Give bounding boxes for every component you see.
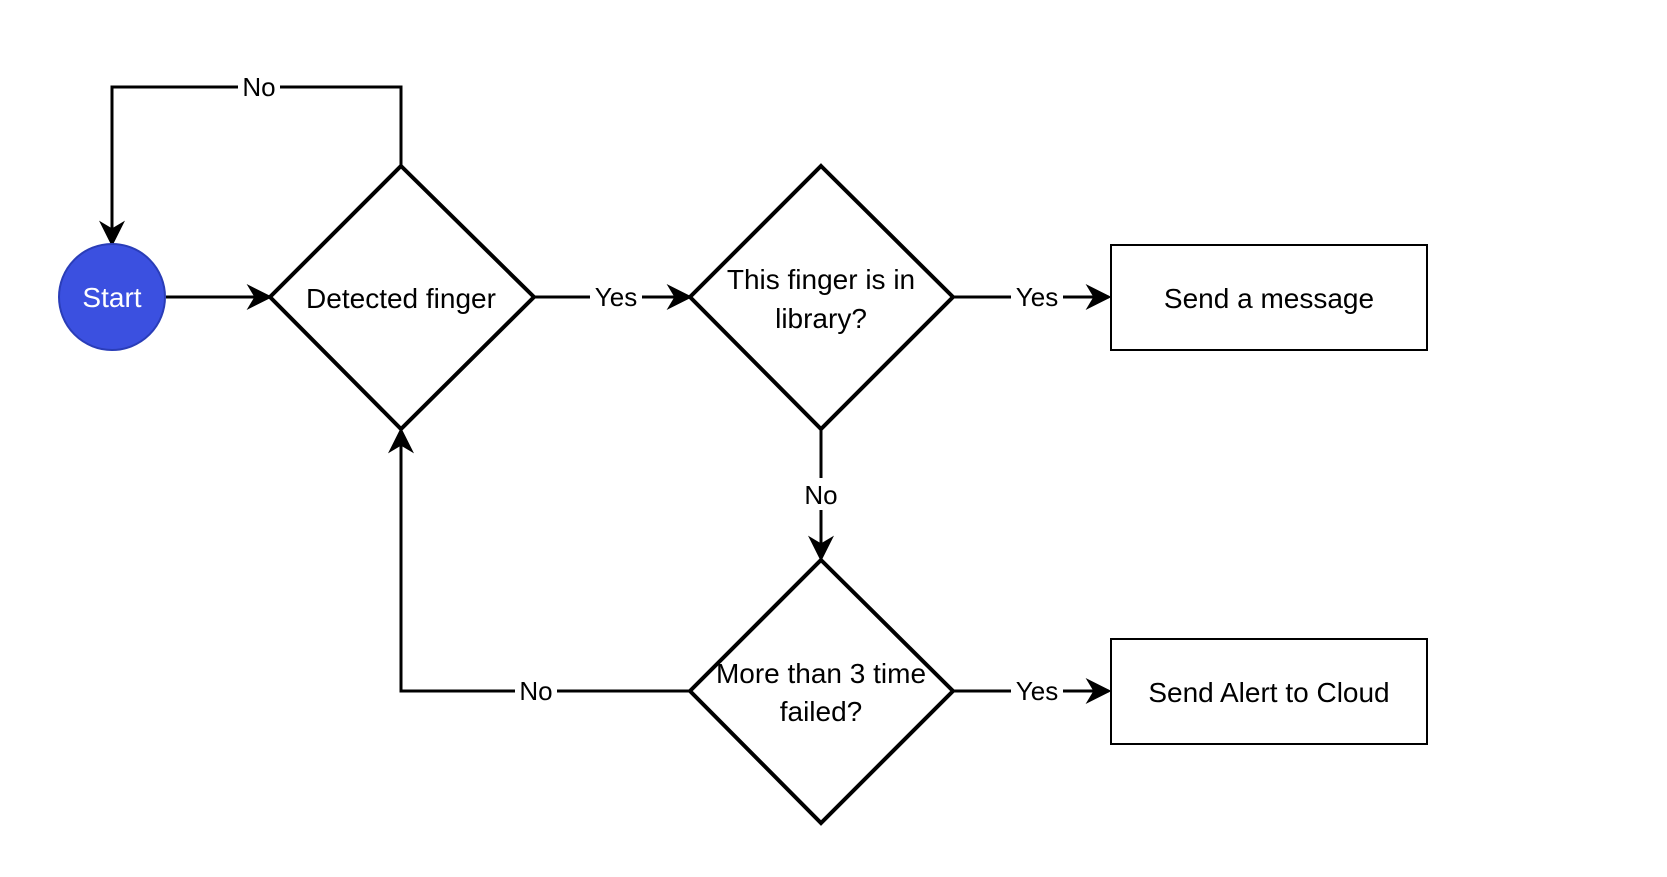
decision-diamond xyxy=(687,557,956,826)
start-label: Start xyxy=(82,282,141,313)
send-alert-label: Send Alert to Cloud xyxy=(1148,677,1389,708)
start-circle xyxy=(58,243,166,351)
decision-in-library: This finger is in library? xyxy=(687,163,956,432)
edge-failed-no xyxy=(388,427,690,693)
start-node: Start xyxy=(58,243,166,351)
decision-diamond xyxy=(267,163,537,432)
edge-label-library-yes: Yes xyxy=(1016,282,1058,312)
decision-failed-check: More than 3 time failed? xyxy=(687,557,956,826)
failed-check-label-line1: More than 3 time xyxy=(716,658,926,689)
detected-finger-label: Detected finger xyxy=(306,283,496,314)
in-library-label-line2: library? xyxy=(775,303,867,334)
process-box xyxy=(1110,638,1428,745)
edges xyxy=(99,85,1112,704)
in-library-label-line1: This finger is in xyxy=(727,264,915,295)
edge-label-failed-no: No xyxy=(519,676,552,706)
edge-label-detected-no: No xyxy=(242,72,275,102)
failed-check-label-line2: failed? xyxy=(780,696,863,727)
edge-label-library-no: No xyxy=(804,480,837,510)
process-send-alert: Send Alert to Cloud xyxy=(1110,638,1428,745)
edge-label-detected-yes: Yes xyxy=(595,282,637,312)
send-message-label: Send a message xyxy=(1164,283,1374,314)
decision-diamond xyxy=(687,163,956,432)
edge-label-failed-yes: Yes xyxy=(1016,676,1058,706)
edge-labels: No Yes Yes No Yes No xyxy=(238,72,1063,706)
decision-detected-finger: Detected finger xyxy=(267,163,537,432)
process-send-message: Send a message xyxy=(1110,244,1428,351)
process-box xyxy=(1110,244,1428,351)
